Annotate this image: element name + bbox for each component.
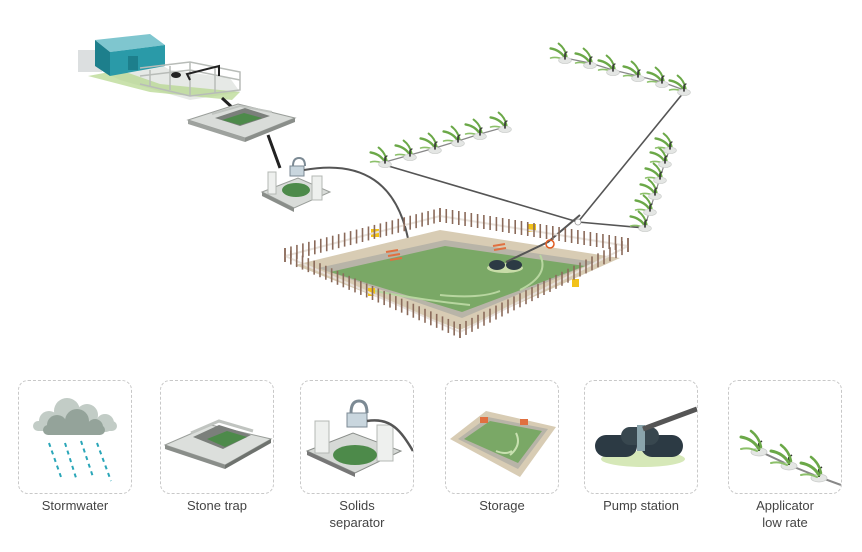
- storage-pond: [295, 214, 620, 330]
- pipe: [266, 134, 282, 169]
- stone-trap: [186, 103, 297, 142]
- legend-label-storage: Storage: [479, 498, 525, 513]
- storage-icon: [450, 411, 556, 477]
- legend-card-storage: [445, 380, 559, 494]
- legend-card-stormwater: [18, 380, 132, 494]
- legend-label-stone-trap: Stone trap: [187, 498, 247, 513]
- pipe: [303, 166, 411, 251]
- sprinkler-icon: [464, 118, 487, 141]
- legend-card-solids-separator: [300, 380, 414, 494]
- dairy-shed: [78, 34, 241, 100]
- legend-card-stone-trap: [160, 380, 274, 494]
- sprinkler-icon: [646, 66, 670, 89]
- sprinkler-icon: [549, 42, 573, 65]
- legend-label-solids-separator: Solids separator: [329, 498, 385, 530]
- sprinkler-icon: [622, 60, 646, 83]
- effluent-system-scene: [78, 34, 692, 338]
- sprinkler-icon: [442, 125, 465, 148]
- legend-label-pump-station: Pump station: [603, 498, 679, 513]
- stone-trap-icon: [163, 419, 273, 469]
- pump-station-icon: [487, 260, 523, 273]
- sprinkler-icon: [597, 54, 621, 77]
- legend-card-applicator-low-rate: [728, 380, 842, 494]
- solids-separator-icon: [305, 399, 413, 477]
- cow-icon: [171, 72, 181, 78]
- sprinkler-icon: [654, 132, 678, 155]
- sprinkler-icon: [574, 47, 598, 70]
- legend-card-pump-station: [584, 380, 698, 494]
- solids-separator: [260, 156, 332, 212]
- legend-label-stormwater: Stormwater: [41, 498, 109, 513]
- fence: [284, 208, 629, 338]
- applicator-icon: [739, 429, 841, 486]
- sprinkler-icon: [369, 146, 392, 169]
- pump-station-icon: [595, 406, 697, 467]
- distribution-pipes: [384, 91, 685, 229]
- stormwater-icon: [33, 398, 117, 482]
- applicator-lines: [369, 42, 692, 233]
- legend-label-applicator-low-rate: Applicator low rate: [756, 498, 814, 530]
